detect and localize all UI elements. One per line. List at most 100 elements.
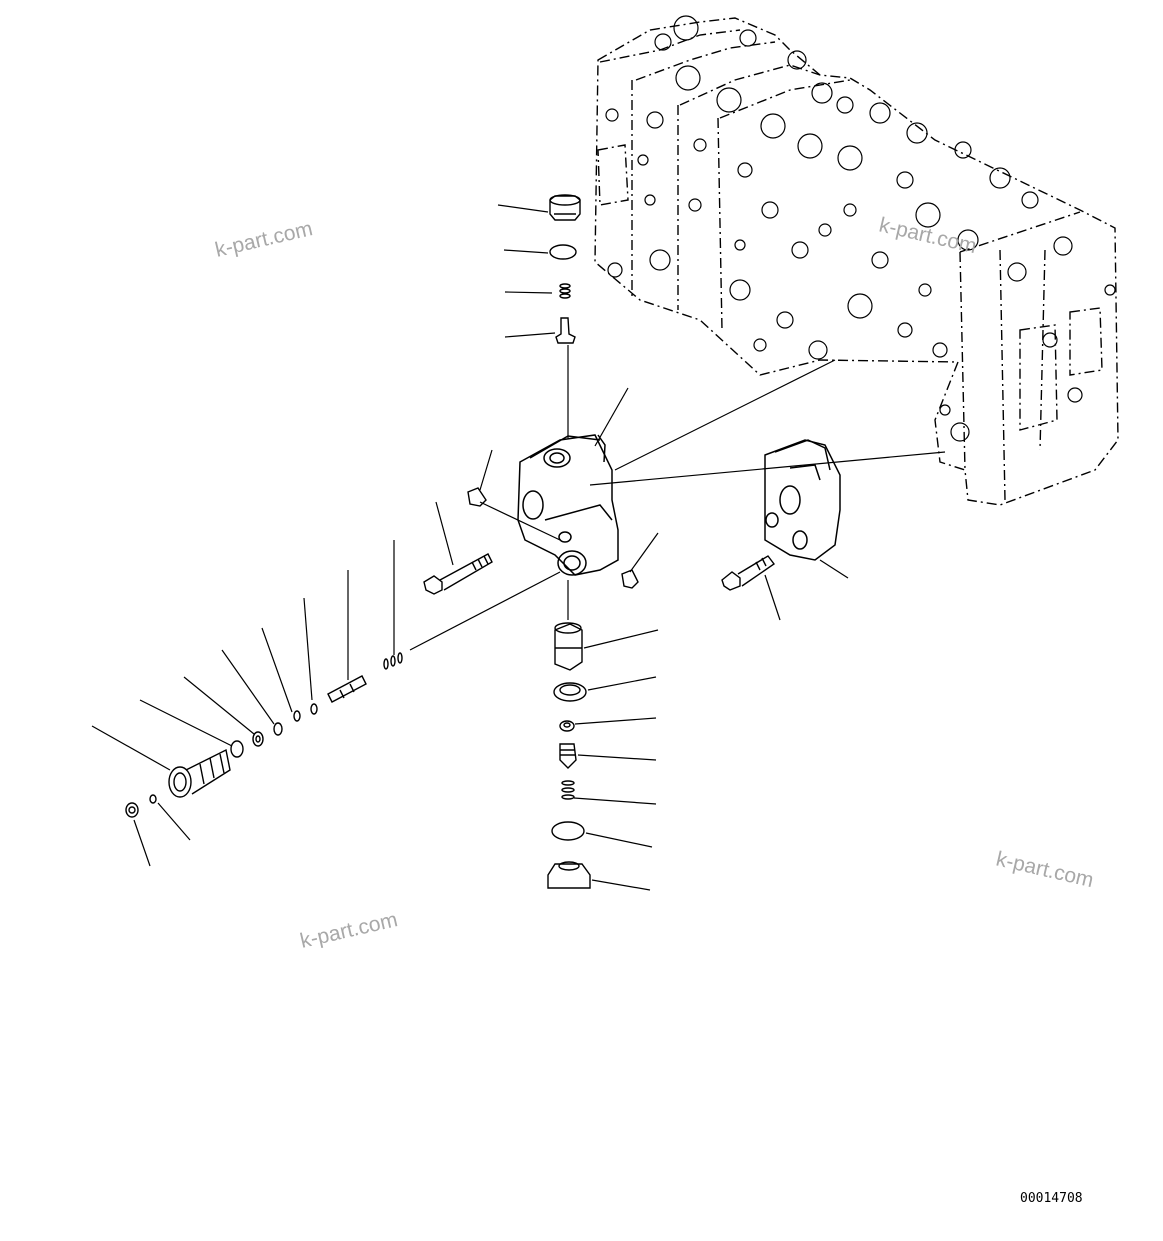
leader-line — [504, 291, 553, 294]
leader-line — [574, 717, 657, 725]
leader-line — [503, 249, 549, 254]
nut-small — [559, 720, 575, 732]
leader-line — [504, 332, 556, 338]
watermark-1: k-part.com — [213, 217, 315, 262]
leader-line — [497, 204, 549, 213]
port-hole — [847, 293, 873, 319]
leader-line — [764, 574, 781, 621]
port-hole — [693, 138, 707, 152]
port-hole — [989, 167, 1011, 189]
leader-line — [409, 571, 561, 651]
port-hole — [607, 262, 623, 278]
leader-line — [583, 629, 659, 649]
drawing-code: 00014708 — [1020, 1191, 1083, 1206]
leader-line — [585, 832, 653, 848]
port-hole — [787, 50, 807, 70]
leader-line — [587, 676, 657, 691]
port-hole — [1007, 262, 1027, 282]
watermark-4: k-part.com — [994, 847, 1096, 892]
port-hole — [716, 87, 742, 113]
port-hole — [818, 223, 832, 237]
leader-line — [133, 819, 151, 867]
watermark-2: k-part.com — [877, 213, 979, 258]
leader-line — [157, 802, 191, 841]
valve-section-end — [764, 439, 841, 561]
control-valve-block — [594, 17, 1119, 506]
leader-line — [183, 676, 255, 735]
port-hole — [675, 65, 701, 91]
port-hole — [688, 198, 702, 212]
port-hole — [808, 340, 828, 360]
seal-ring — [553, 682, 587, 702]
spring-lower — [561, 780, 575, 800]
port-hole — [869, 102, 891, 124]
port-hole — [939, 404, 951, 416]
port-hole — [654, 33, 672, 51]
o-ring-b — [293, 710, 301, 722]
o-ring-d — [230, 740, 244, 758]
port-hole — [649, 249, 671, 271]
leader-line — [577, 754, 657, 761]
piston — [554, 622, 583, 671]
port-hole — [753, 338, 767, 352]
port-hole — [954, 141, 972, 159]
plug-end — [125, 802, 139, 818]
spool-small — [327, 675, 367, 703]
leader-line — [303, 597, 313, 701]
port-hole — [1053, 236, 1073, 256]
leader-line — [614, 359, 836, 471]
leader-line — [139, 699, 233, 747]
leader-line — [435, 501, 454, 566]
port-hole — [871, 251, 889, 269]
watermark-3: k-part.com — [298, 908, 400, 953]
port-hole — [896, 171, 914, 189]
port-hole — [1021, 191, 1039, 209]
o-ring-c — [273, 722, 283, 736]
port-hole — [950, 422, 970, 442]
o-ring-a — [310, 703, 318, 715]
o-ring-lower — [551, 821, 585, 841]
spring-top — [559, 283, 571, 299]
spring-side — [383, 652, 403, 670]
port-hole — [605, 108, 619, 122]
bolt-short — [721, 555, 775, 591]
port-hole — [897, 322, 913, 338]
port-hole — [837, 145, 863, 171]
plug-top — [549, 194, 581, 221]
port-hole — [1042, 332, 1058, 348]
leader-line — [629, 532, 659, 573]
port-hole — [729, 279, 751, 301]
port-hole — [957, 229, 979, 251]
leader-line — [221, 649, 275, 725]
port-hole — [836, 96, 854, 114]
o-ring-end — [149, 794, 157, 804]
poppet-top — [555, 317, 576, 344]
port-hole — [737, 162, 753, 178]
port-hole — [843, 203, 857, 217]
bolt-long — [423, 553, 493, 595]
port-hole — [739, 29, 757, 47]
leader-line — [479, 449, 493, 491]
port-hole — [932, 342, 948, 358]
leader-line — [479, 501, 561, 541]
port-hole — [791, 241, 809, 259]
leader-line — [591, 879, 651, 891]
leader-line — [589, 451, 946, 486]
port-hole — [644, 194, 656, 206]
port-hole — [1104, 284, 1116, 296]
leader-line — [594, 387, 629, 447]
leader-line — [91, 725, 171, 771]
port-hole — [915, 202, 941, 228]
port-hole — [637, 154, 649, 166]
leader-line — [261, 627, 293, 713]
washer — [252, 731, 264, 747]
valve-block-ports — [605, 15, 1116, 442]
plug-lower — [547, 861, 591, 889]
port-hole — [646, 111, 664, 129]
relief-valve — [168, 748, 231, 798]
leader-line — [573, 797, 657, 805]
port-hole — [734, 239, 746, 251]
port-hole — [673, 15, 699, 41]
port-hole — [776, 311, 794, 329]
